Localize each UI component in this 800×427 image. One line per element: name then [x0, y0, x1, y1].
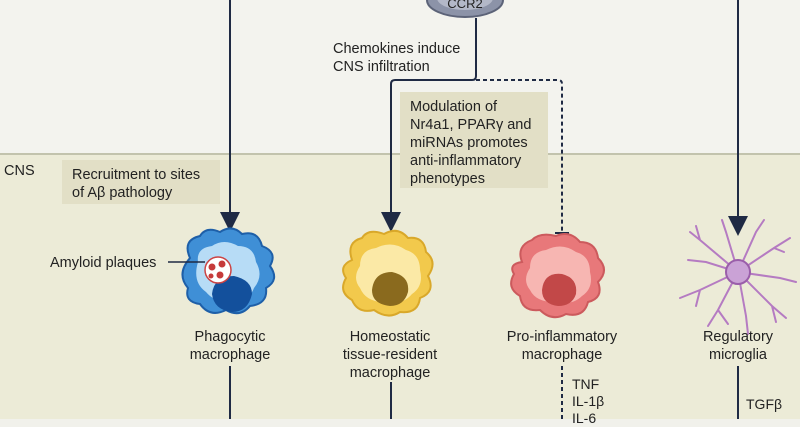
proinflammatory-macrophage-cell [510, 233, 605, 319]
amyloid-plaques-label: Amyloid plaques [50, 255, 157, 271]
proinflammatory-macrophage-label: Pro-inflammatory macrophage [506, 329, 618, 363]
chemokines-annotation: Chemokines induce CNS infiltration [333, 41, 461, 75]
ccr2-label: CCR2 [447, 0, 482, 11]
proinflammatory-cytokines-list: TNF IL-1β IL-6 [572, 376, 605, 426]
arrow-to-homeostatic [381, 18, 477, 419]
phagocytic-macrophage-cell [181, 227, 276, 315]
cns-region-label: CNS [4, 163, 35, 179]
homeostatic-macrophage-label: Homeostatic tissue-resident macrophage [342, 329, 438, 381]
monocyte-cell: CCR2 [426, 0, 504, 18]
regulatory-microglia-cell [679, 219, 797, 335]
phagocytic-macrophage-label: Phagocytic macrophage [189, 329, 271, 363]
inhibition-to-proinflammatory [476, 79, 569, 419]
regulatory-microglia-label: Regulatory microglia [702, 329, 774, 363]
modulation-annotation-box: Modulation of Nr4a1, PPARγ and miRNAs pr… [400, 92, 548, 188]
homeostatic-macrophage-cell [342, 229, 434, 317]
regulatory-cytokine-label: TGFβ [746, 396, 783, 412]
recruitment-annotation-box: Recruitment to sites of Aβ pathology [62, 160, 220, 204]
